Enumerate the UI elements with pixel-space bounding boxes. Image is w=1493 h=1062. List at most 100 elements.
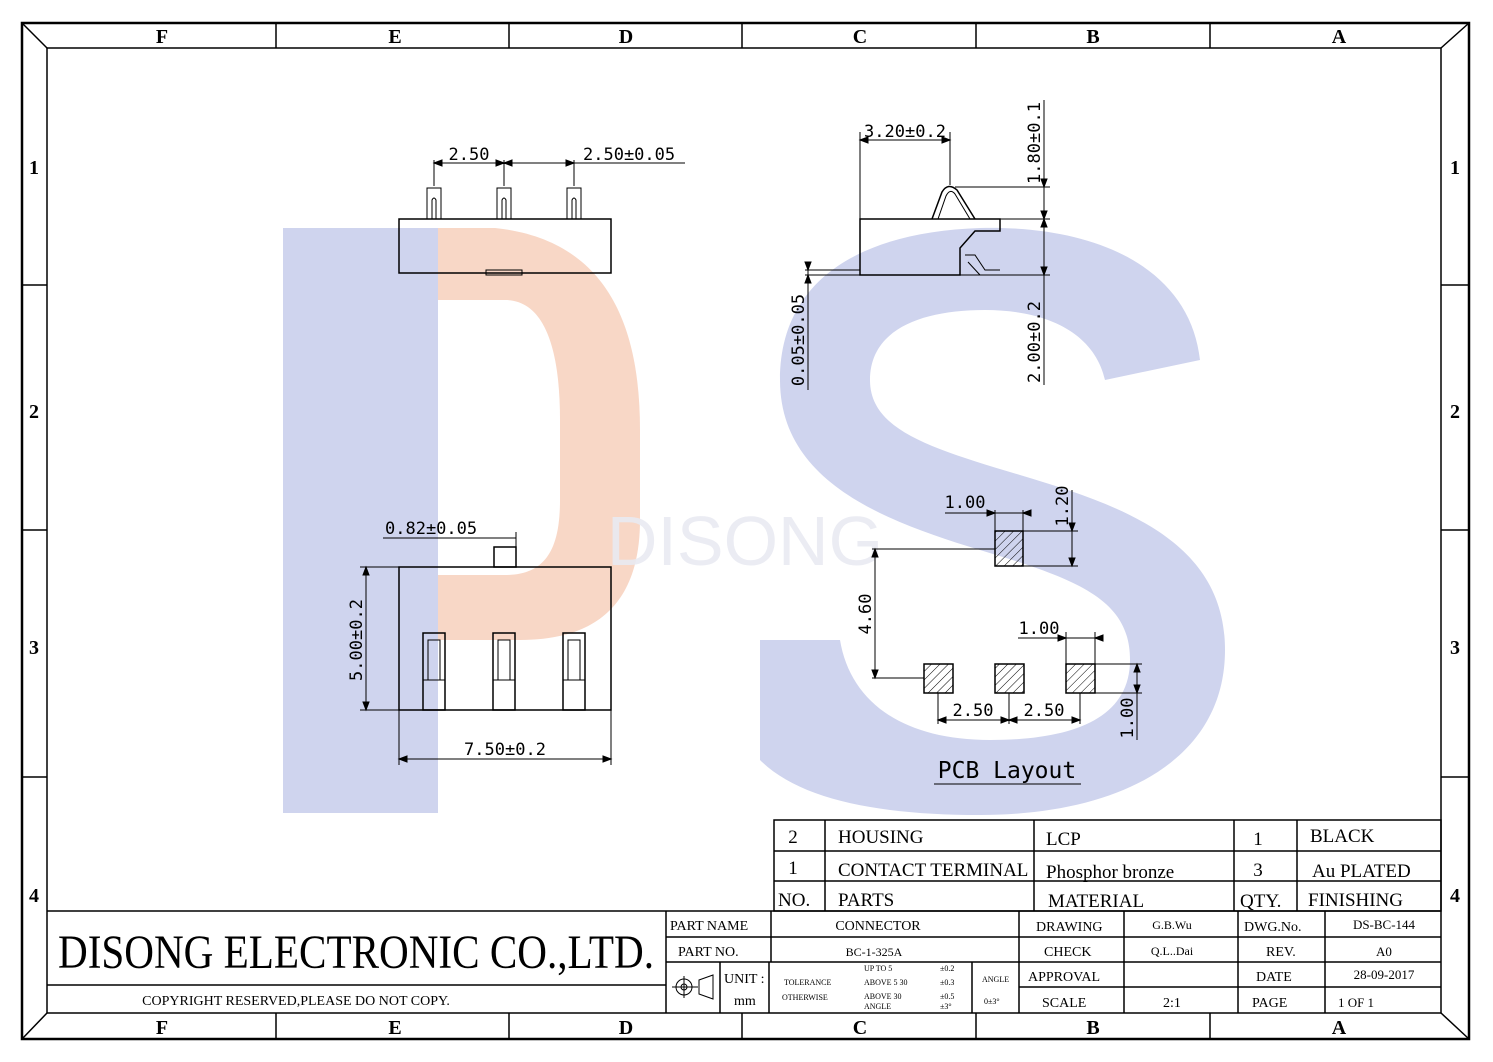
bom-row-2-finishing: Au PLATED xyxy=(1312,861,1411,882)
row-label-left-3: 3 xyxy=(29,637,39,659)
front-view-dim-height: 5.00±0.2 xyxy=(347,599,367,681)
check-value: Q.L..Dai xyxy=(1151,944,1194,958)
page-value: 1 OF 1 xyxy=(1338,995,1374,1010)
col-label-top-c: C xyxy=(853,26,867,48)
otherwise-label: OTHERWISE xyxy=(782,993,828,1002)
check-label: CHECK xyxy=(1044,945,1091,960)
pcb-layout-title: PCB Layout xyxy=(938,758,1076,784)
bom-row-1-material: LCP xyxy=(1046,829,1081,850)
watermark-s xyxy=(760,227,1225,816)
col-label-bottom-a: A xyxy=(1332,1017,1347,1039)
drawing-label: DRAWING xyxy=(1036,920,1103,935)
part-no-label: PART NO. xyxy=(678,945,739,960)
part-name-label: PART NAME xyxy=(670,919,748,934)
side-view-dim-body: 2.00±0.2 xyxy=(1025,301,1045,383)
part-name-value: CONNECTOR xyxy=(835,919,921,934)
pcb-dim-pad-w2: 1.00 xyxy=(1019,619,1060,639)
rev-label: REV. xyxy=(1266,945,1296,960)
bom-row-1-no: 2 xyxy=(788,827,798,848)
pcb-pad-3 xyxy=(1065,663,1096,694)
pcb-dim-pitch-2: 2.50 xyxy=(1024,701,1065,721)
row-label-right-2: 2 xyxy=(1450,401,1460,423)
top-view-dim-pitch-tol: 2.50±0.05 xyxy=(583,145,675,165)
side-view-dim-width: 3.20±0.2 xyxy=(864,122,946,142)
approval-label: APPROVAL xyxy=(1028,970,1100,985)
pcb-dim-pad-h2: 1.00 xyxy=(1118,698,1138,739)
tol-5-30-value: ±0.3 xyxy=(940,978,954,987)
bom-row-2-qty: 3 xyxy=(1253,860,1263,881)
company-name: DISONG ELECTRONIC CO.,LTD. xyxy=(58,926,654,979)
bom-table: 2 HOUSING LCP 1 BLACK 1 CONTACT TERMINAL… xyxy=(773,819,1442,912)
tol-angle-value: ±3° xyxy=(940,1002,952,1011)
title-block: DISONG ELECTRONIC CO.,LTD. COPYRIGHT RES… xyxy=(47,910,1441,1013)
col-label-top-f: F xyxy=(156,26,168,48)
bom-row-1-part: HOUSING xyxy=(838,827,924,848)
page-label: PAGE xyxy=(1252,996,1287,1011)
frame-labels: F E D C B A F E D C B A 1 2 3 4 1 2 3 4 xyxy=(29,26,1460,1039)
col-label-bottom-d: D xyxy=(619,1017,633,1039)
row-label-left-1: 1 xyxy=(29,157,39,179)
col-label-bottom-e: E xyxy=(388,1017,401,1039)
bom-header-material: MATERIAL xyxy=(1048,891,1144,912)
bom-header-finishing: FINISHING xyxy=(1308,890,1403,911)
rev-value: A0 xyxy=(1376,944,1392,959)
col-label-top-e: E xyxy=(388,26,401,48)
pcb-layout: 1.00 1.20 4.60 1.00 2.50 2.50 1.00 PCB L… xyxy=(856,486,1142,785)
front-view: 0.82±0.05 5.00±0.2 7.50±0.2 xyxy=(347,519,613,765)
col-label-bottom-f: F xyxy=(156,1017,168,1039)
tol-above-30-value: ±0.5 xyxy=(940,992,954,1001)
side-view: 3.20±0.2 1.80±0.1 0.05±0.05 2.00±0.2 xyxy=(789,100,1050,390)
bom-row-2-no: 1 xyxy=(788,858,798,879)
copyright-notice: COPYRIGHT RESERVED,PLEASE DO NOT COPY. xyxy=(142,994,450,1009)
tol-angle-label: ANGLE xyxy=(864,1002,891,1011)
drawing-value: G.B.Wu xyxy=(1152,918,1192,932)
tol-5-30-label: ABOVE 5 30 xyxy=(864,978,908,987)
tol-up-to-5-value: ±0.2 xyxy=(940,964,954,973)
tolerance-label: TOLERANCE xyxy=(784,978,832,987)
col-label-bottom-b: B xyxy=(1086,1017,1099,1039)
scale-label: SCALE xyxy=(1042,996,1086,1011)
dwg-no-value: DS-BC-144 xyxy=(1353,917,1416,932)
row-label-left-2: 2 xyxy=(29,401,39,423)
projection-symbol-icon xyxy=(672,974,714,1000)
front-view-dim-pin: 0.82±0.05 xyxy=(385,519,477,539)
date-value: 28-09-2017 xyxy=(1354,967,1415,982)
pcb-dim-pitch-1: 2.50 xyxy=(953,701,994,721)
row-label-right-3: 3 xyxy=(1450,637,1460,659)
bom-row-2-part: CONTACT TERMINAL xyxy=(838,860,1028,881)
pcb-pad-2 xyxy=(994,663,1025,694)
angle-label: ANGLE xyxy=(982,975,1009,984)
bom-row-1-qty: 1 xyxy=(1253,829,1263,850)
top-view: 2.50 2.50±0.05 xyxy=(398,145,685,276)
bom-header-part: PARTS xyxy=(838,890,894,911)
row-label-right-4: 4 xyxy=(1450,885,1460,907)
watermark-d-bowl-inner xyxy=(438,300,560,575)
col-label-top-d: D xyxy=(619,26,633,48)
col-label-bottom-c: C xyxy=(853,1017,867,1039)
top-view-dim-pitch: 2.50 xyxy=(449,145,490,165)
col-label-top-a: A xyxy=(1332,26,1347,48)
pcb-dim-pad-w: 1.00 xyxy=(945,493,986,513)
col-label-top-b: B xyxy=(1086,26,1099,48)
row-label-left-4: 4 xyxy=(29,885,39,907)
side-view-dim-height: 1.80±0.1 xyxy=(1025,102,1045,184)
watermark-text: DISONG xyxy=(607,502,883,580)
watermark-d-bar xyxy=(283,228,438,813)
pcb-pad-top xyxy=(994,530,1024,567)
dwg-no-label: DWG.No. xyxy=(1244,920,1302,935)
angle-value: 0±3° xyxy=(984,997,1000,1006)
front-view-dim-width: 7.50±0.2 xyxy=(464,740,546,760)
bom-header-qty: QTY. xyxy=(1240,891,1281,912)
date-label: DATE xyxy=(1256,970,1292,985)
bom-header-no: NO. xyxy=(778,890,810,911)
tol-above-30-label: ABOVE 30 xyxy=(864,992,902,1001)
drawing-frame xyxy=(20,21,1471,1041)
side-view-dim-thickness: 0.05±0.05 xyxy=(789,294,809,386)
pcb-pad-1 xyxy=(923,663,954,694)
bom-row-2-material: Phosphor bronze xyxy=(1046,862,1174,883)
row-label-right-1: 1 xyxy=(1450,157,1460,179)
bom-row-1-finishing: BLACK xyxy=(1310,826,1375,847)
pcb-dim-span: 4.60 xyxy=(856,594,876,635)
tol-up-to-5-label: UP TO 5 xyxy=(864,964,892,973)
